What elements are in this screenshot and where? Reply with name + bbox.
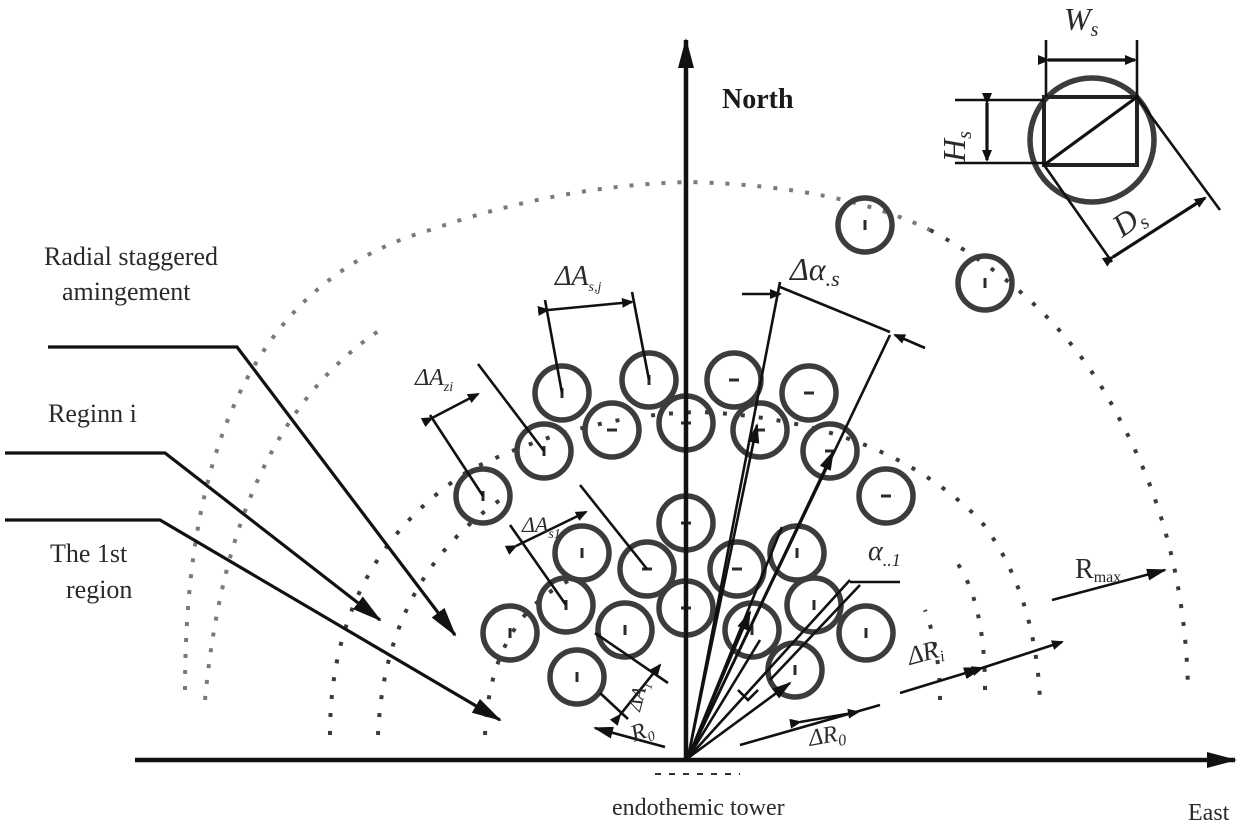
ray [687,681,792,760]
ray [686,423,760,759]
rays [686,281,892,760]
region-i-arc [203,328,382,701]
alpha-1-label: α..1 [868,536,901,570]
heliostat [547,647,607,707]
r0-label: R0 [626,716,657,751]
hs-label: Hs [936,131,976,163]
dA-top-label: ΔAs,j [554,261,601,295]
radial-leader [48,345,457,637]
r-max-label: Rmax [1075,554,1121,586]
mirror-square [1042,95,1139,167]
heliostat-inset [955,40,1222,267]
ray [686,450,835,759]
tower-label: endothemic tower [612,795,785,821]
dalpha-label: Δα.s [788,251,840,291]
north-label: North [722,84,794,115]
ws-label: Ws [1064,1,1099,41]
heliostat [955,253,1015,313]
first-region-label-line1: The 1st [50,539,128,568]
dA-small-label: ΔA1 [623,678,655,715]
right-angle-mark [737,689,759,702]
east-label: East [1188,800,1230,826]
radial-label-line2: amingement [62,277,191,306]
labels: North East endothemic tower Radial stagg… [44,1,1230,826]
first-region-leader [5,518,502,722]
middle-boundary-arc [328,409,1042,736]
inner-boundary-arc [483,578,571,736]
ds-label: Ds [1105,196,1154,247]
ray [686,610,752,759]
heliostat [704,350,764,410]
leader-lines [5,345,502,722]
heliostat [784,575,844,635]
heliostat [552,523,612,583]
region-i-label: Reginn i [48,399,137,428]
outer-boundary-arc [183,179,931,691]
heliostat [835,195,895,255]
heliostat [480,603,540,663]
ray [686,639,762,759]
heliostat [595,600,655,660]
dA-mid-label: ΔAzi [414,365,453,395]
heliostat [765,640,825,700]
heliostat [730,400,790,460]
ray [687,579,851,759]
axes [135,38,1237,775]
heliostat [836,603,896,663]
heliostat [582,400,642,460]
outer-boundary-arc-right [929,228,1190,691]
dA-low-label: ΔAs1 [521,512,561,542]
middle-boundary-arc-2 [376,498,502,736]
dR-upper-label: ΔRi [903,634,947,674]
heliostats [453,195,1015,707]
region-i-leader [5,451,382,622]
first-region-label-line2: region [66,575,132,604]
dimensions [420,285,1167,749]
dR-lower-label: ΔR0 [806,720,848,755]
heliostat [779,363,839,423]
heliostat [856,466,916,526]
radial-label-line1: Radial staggered [44,242,218,271]
